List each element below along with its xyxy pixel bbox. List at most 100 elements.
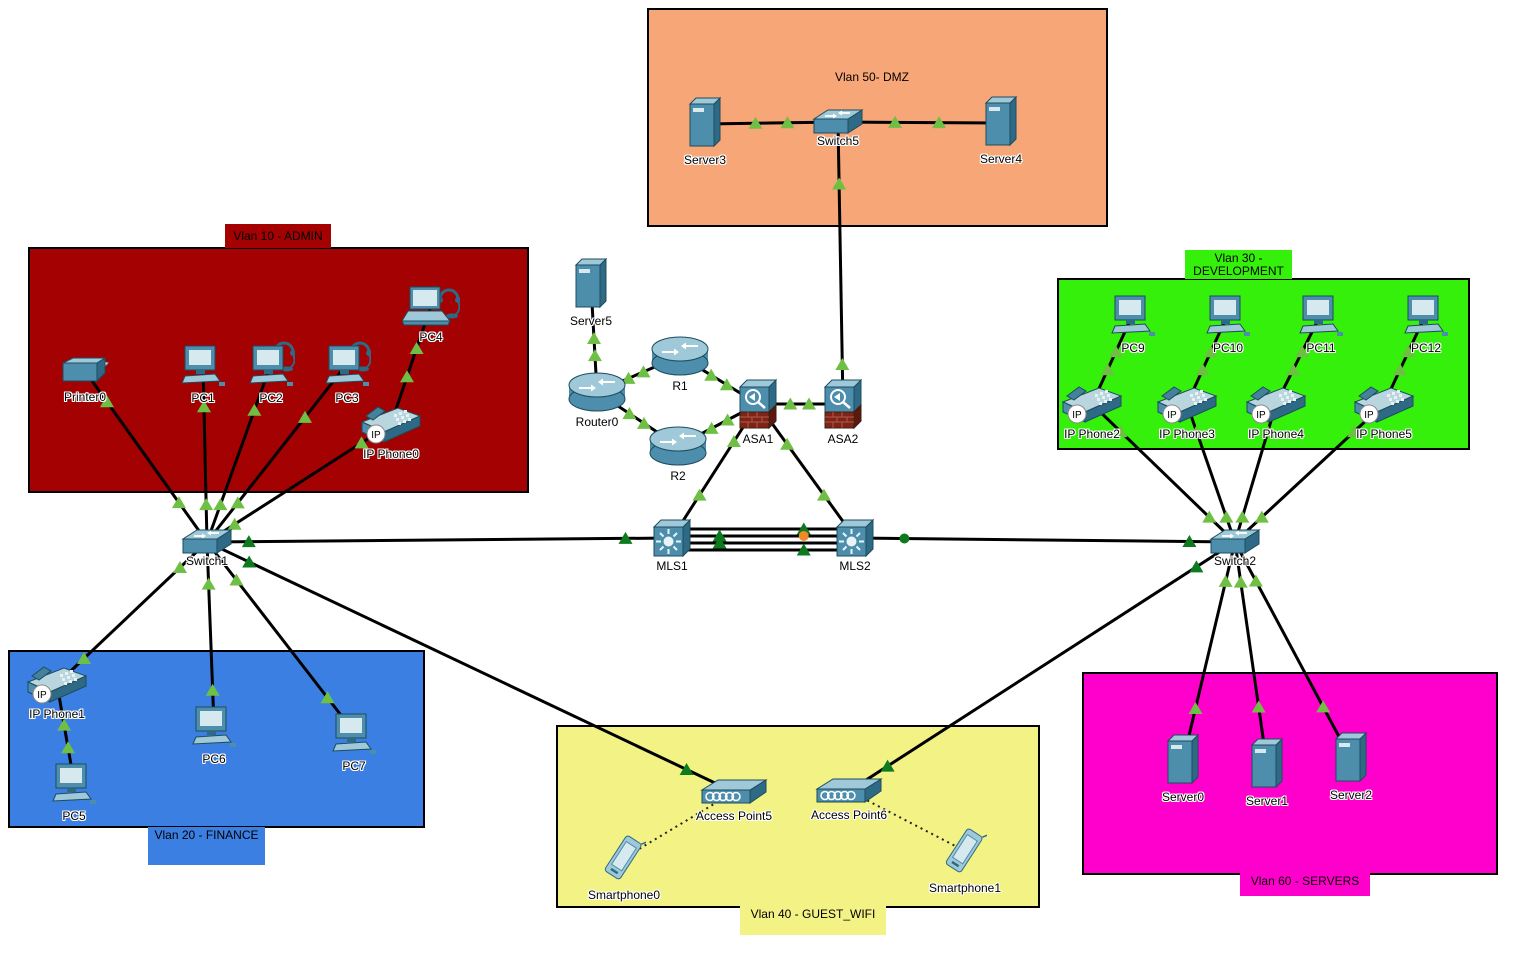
device-AccessPoint5[interactable] <box>700 776 768 808</box>
link-status-triangle <box>227 517 242 530</box>
device-IPPhone1[interactable]: IP <box>26 662 88 706</box>
link-status-triangle <box>704 368 719 381</box>
link-Server2-Switch2[interactable] <box>1233 541 1353 760</box>
device-PC11[interactable] <box>1297 288 1345 340</box>
link-ASA1-MLS2[interactable] <box>756 403 857 539</box>
svg-text:IP: IP <box>1364 410 1374 421</box>
svg-text:IP: IP <box>1256 410 1266 421</box>
device-label-ASA2: ASA2 <box>827 432 859 446</box>
device-PC6[interactable] <box>190 699 238 751</box>
device-Switch5[interactable] <box>812 107 864 137</box>
device-R1[interactable] <box>650 334 710 378</box>
device-Switch2[interactable] <box>1209 527 1261 557</box>
device-MLS1[interactable] <box>652 518 692 558</box>
device-ASA2[interactable] <box>823 377 863 431</box>
device-PC2[interactable] <box>247 338 295 390</box>
device-IPPhone3[interactable]: IP <box>1156 382 1218 426</box>
link-status-triangle <box>247 403 262 416</box>
device-label-R1: R1 <box>672 379 688 393</box>
link-Switch5-ASA2[interactable] <box>836 121 845 405</box>
device-Server1[interactable] <box>1250 737 1284 793</box>
link-status-dot <box>899 533 910 544</box>
link-status-triangle <box>816 488 831 501</box>
link-status-triangle <box>1189 425 1204 438</box>
link-status-triangle <box>932 116 947 129</box>
link-status-triangle <box>230 496 245 509</box>
device-Printer0[interactable] <box>61 353 109 389</box>
link-Smartphone1-AccessPoint6[interactable] <box>848 790 966 852</box>
device-label-IPPhone4: IP Phone4 <box>1248 427 1304 441</box>
link-status-triangle <box>726 435 741 448</box>
device-IPPhone5[interactable]: IP <box>1353 382 1415 426</box>
link-Server0-Switch2[interactable] <box>1181 541 1237 762</box>
device-Server2[interactable] <box>1334 731 1368 787</box>
device-AccessPoint6[interactable] <box>815 775 883 807</box>
device-label-PC5: PC5 <box>62 809 86 823</box>
device-Router0[interactable] <box>567 370 627 414</box>
device-IPPhone0[interactable]: IP <box>360 402 422 446</box>
link-status-triangle <box>1233 575 1248 588</box>
headset-icon <box>272 341 295 372</box>
link-Switch5-Server4[interactable] <box>837 120 1002 125</box>
link-status-triangle <box>1108 345 1123 358</box>
device-PC4[interactable] <box>402 283 460 329</box>
device-R2[interactable] <box>648 424 708 468</box>
link-status-triangle <box>229 573 244 586</box>
link-Switch1-MLS1[interactable] <box>206 536 673 544</box>
device-Server5[interactable] <box>574 257 608 313</box>
device-label-AccessPoint5: Access Point5 <box>695 809 773 823</box>
device-label-PC11: PC11 <box>1306 341 1336 355</box>
link-PC6-Switch1[interactable] <box>205 541 216 726</box>
device-IPPhone2[interactable]: IP <box>1061 382 1123 426</box>
device-label-PC1: PC1 <box>191 391 215 405</box>
link-status-triangle <box>719 378 734 391</box>
link-status-triangle <box>1235 510 1250 523</box>
device-label-IPPhone5: IP Phone5 <box>1356 427 1412 441</box>
link-PC1-Switch1[interactable] <box>201 363 209 543</box>
link-status-triangle <box>780 437 795 450</box>
device-Smartphone1[interactable] <box>943 822 987 880</box>
vlan-label-dmz: Vlan 50- DMZ <box>834 70 910 84</box>
device-Switch1[interactable] <box>181 527 233 557</box>
device-PC12[interactable] <box>1402 288 1450 340</box>
device-Server3[interactable] <box>688 96 722 152</box>
link-Server1-Switch2[interactable] <box>1233 541 1269 766</box>
link-status-triangle <box>587 349 602 362</box>
link-status-triangle <box>354 436 369 449</box>
link-AccessPoint6-Switch2[interactable] <box>848 540 1236 793</box>
device-Smartphone0[interactable] <box>602 829 646 887</box>
link-PC3-Switch1[interactable] <box>205 363 349 543</box>
device-PC1[interactable] <box>179 338 227 390</box>
link-status-triangle <box>199 498 214 511</box>
device-PC10[interactable] <box>1204 288 1252 340</box>
vlan-box-servers <box>1082 672 1498 875</box>
link-status-triangle <box>213 498 228 511</box>
device-Server4[interactable] <box>984 95 1018 151</box>
device-label-R2: R2 <box>670 469 686 483</box>
device-Server0[interactable] <box>1166 733 1200 789</box>
link-PC4-IPPhone0[interactable] <box>389 305 433 425</box>
device-PC7[interactable] <box>330 706 378 758</box>
device-label-PC12: PC12 <box>1410 341 1442 355</box>
device-label-Printer0: Printer0 <box>63 390 107 404</box>
device-MLS2[interactable] <box>835 518 875 558</box>
link-status-triangle <box>692 488 707 501</box>
device-label-Switch1: Switch1 <box>185 554 229 568</box>
device-label-ASA1: ASA1 <box>742 432 774 446</box>
link-status-triangle <box>1392 363 1407 376</box>
link-PC2-Switch1[interactable] <box>205 363 273 543</box>
device-ASA1[interactable] <box>738 377 778 431</box>
device-PC9[interactable] <box>1109 288 1157 340</box>
link-status-triangle <box>1113 425 1128 438</box>
link-MLS2-Switch2[interactable] <box>854 536 1236 544</box>
device-label-IPPhone0: IP Phone0 <box>363 447 419 461</box>
vlan-label-finance: Vlan 20 - FINANCE <box>148 827 265 865</box>
device-label-Server3: Server3 <box>683 153 727 167</box>
link-status-triangle <box>99 395 114 408</box>
link-AccessPoint5-Switch1[interactable] <box>206 540 735 794</box>
device-IPPhone4[interactable]: IP <box>1245 382 1307 426</box>
device-PC3[interactable] <box>323 338 371 390</box>
device-PC5[interactable] <box>50 756 98 808</box>
link-status-triangle <box>298 410 312 423</box>
link-status-triangle <box>780 116 795 129</box>
